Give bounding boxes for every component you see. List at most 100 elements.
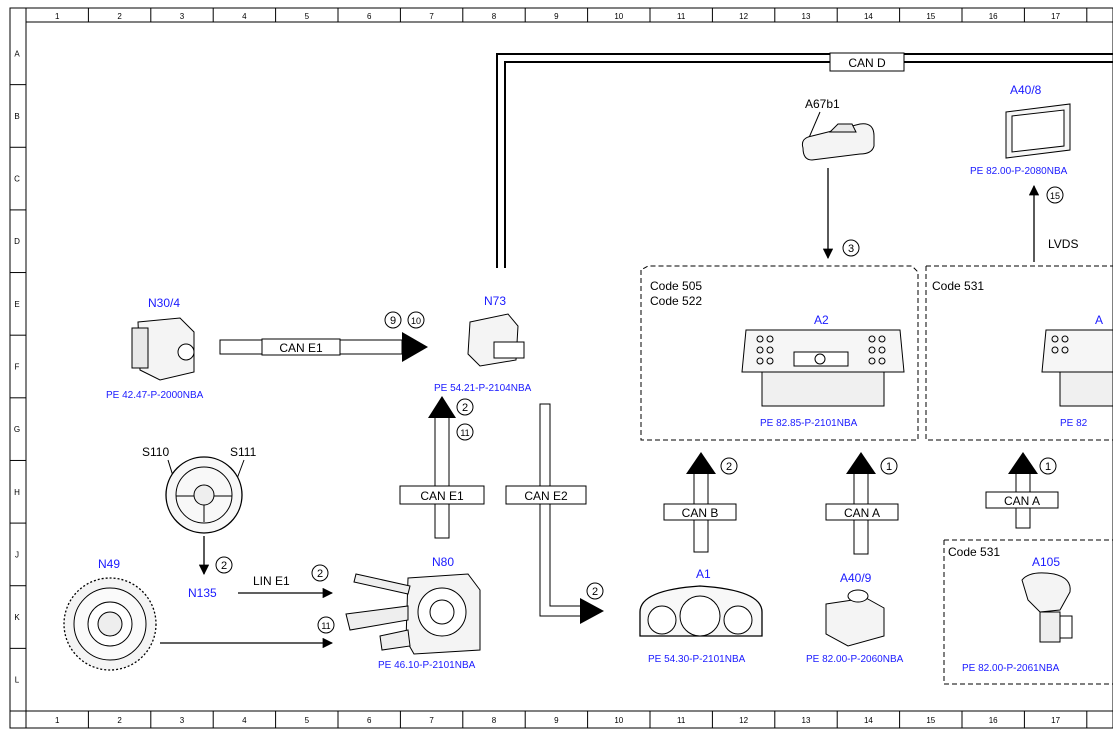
n80-label: N80	[432, 555, 454, 569]
n73-ezs: N73 PE 54.21-P-2104NBA	[434, 294, 532, 394]
code-531-a: Code 531	[932, 279, 984, 293]
can-e1-up-arrow: CAN E1	[399, 396, 485, 539]
grid-col-label: 5	[305, 12, 310, 21]
a2-head-unit-b: A PE 82	[1041, 313, 1113, 429]
grid-col-label: 6	[367, 12, 372, 21]
grid-col-label: 1	[55, 12, 60, 21]
can-b-label: CAN B	[682, 506, 719, 520]
grid-col-label: 8	[492, 716, 497, 725]
can-a-arrow-2: CAN A	[985, 452, 1059, 529]
grid-row-label: L	[15, 676, 20, 685]
can-e2-label: CAN E2	[524, 489, 568, 503]
can-a-arrow-1: CAN A	[825, 452, 899, 555]
grid-labels: 1122334455667788991010111112121313141415…	[14, 12, 1061, 725]
grid-col-label: 11	[677, 716, 686, 725]
a1-label: A1	[696, 567, 711, 581]
can-a-label-2: CAN A	[1004, 494, 1040, 508]
grid-col-label: 5	[305, 716, 310, 725]
marker-2-n73: 2	[456, 398, 474, 416]
marker-11-n49: 11	[317, 616, 335, 634]
marker-3: 3	[842, 239, 860, 257]
marker-2-lin: 2	[311, 564, 329, 582]
can-e1-label: CAN E1	[279, 341, 323, 355]
a105-ref: PE 82.00-P-2061NBA	[962, 663, 1060, 674]
lvds-label: LVDS	[1048, 237, 1078, 251]
code-505: Code 505	[650, 279, 702, 293]
svg-text:10: 10	[411, 316, 421, 326]
n30-4-ref: PE 42.47-P-2000NBA	[106, 390, 204, 401]
svg-text:1: 1	[886, 461, 892, 473]
grid-col-label: 9	[554, 716, 559, 725]
grid-row-label: E	[14, 300, 19, 309]
n73-ref: PE 54.21-P-2104NBA	[434, 383, 532, 394]
can-a-label-1: CAN A	[844, 506, 880, 520]
grid-col-label: 17	[1051, 716, 1060, 725]
a105-selector: A105 PE 82.00-P-2061NBA	[962, 555, 1073, 674]
n49-label: N49	[98, 557, 120, 571]
grid-col-label: 12	[739, 716, 748, 725]
grid-col-label: 7	[429, 12, 434, 21]
grid-row-label: G	[14, 425, 20, 434]
a67b1-label: A67b1	[805, 97, 840, 111]
svg-text:1: 1	[1045, 461, 1051, 473]
a2b-ref: PE 82	[1060, 418, 1088, 429]
can-e1-vert-label: CAN E1	[420, 489, 464, 503]
grid-col-label: 16	[989, 716, 998, 725]
a105-label: A105	[1032, 555, 1060, 569]
grid-col-label: 13	[802, 12, 811, 21]
grid-col-label: 12	[739, 12, 748, 21]
can-d-label: CAN D	[848, 56, 886, 70]
code-boxes: Code 505 Code 522 Code 531 Code 531	[640, 265, 1113, 685]
grid-col-label: 14	[864, 12, 873, 21]
lin-e1-label: LIN E1	[253, 574, 290, 588]
can-e1-arrow: CAN E1	[219, 332, 428, 362]
n30-4-label: N30/4	[148, 296, 180, 310]
grid-row-label: K	[14, 613, 20, 622]
grid-col-label: 9	[554, 12, 559, 21]
grid-row-label: D	[14, 237, 20, 246]
svg-text:2: 2	[726, 461, 732, 473]
can-d-bus: CAN D	[496, 52, 1113, 268]
svg-text:9: 9	[390, 315, 396, 327]
a40-8-ref: PE 82.00-P-2080NBA	[970, 166, 1068, 177]
grid-col-label: 3	[180, 12, 185, 21]
n80-ref: PE 46.10-P-2101NBA	[378, 660, 476, 671]
marker-2-can-e2: 2	[586, 582, 604, 600]
grid-col-label: 6	[367, 716, 372, 725]
frame	[9, 7, 1113, 729]
can-e2-arrow: CAN E2	[505, 403, 604, 624]
marker-10: 10	[407, 311, 425, 329]
n135-module: N135 LIN E1	[188, 574, 334, 600]
grid-col-label: 13	[802, 716, 811, 725]
a2-ref: PE 82.85-P-2101NBA	[760, 418, 858, 429]
a2-label: A2	[814, 313, 829, 327]
marker-1-a40-9: 1	[880, 457, 898, 475]
grid-col-label: 10	[614, 12, 623, 21]
grid-col-label: 3	[180, 716, 185, 725]
marker-2-a1: 2	[720, 457, 738, 475]
a1-ref: PE 54.30-P-2101NBA	[648, 654, 746, 665]
grid-row-label: F	[15, 363, 20, 372]
a1-instrument-cluster: A1 PE 54.30-P-2101NBA	[639, 567, 763, 665]
grid-row-label: H	[14, 488, 20, 497]
grid-col-label: 4	[242, 716, 247, 725]
a2-head-unit: A2 PE 82.85-P-2101NBA	[741, 313, 905, 429]
marker-15: 15	[1046, 186, 1064, 204]
n73-label: N73	[484, 294, 506, 308]
n30-4-module: N30/4 PE 42.47-P-2000NBA	[106, 296, 204, 401]
a40-9-controller: A40/9 PE 82.00-P-2060NBA	[806, 571, 904, 665]
marker-2-n135: 2	[215, 556, 233, 574]
steering-wheel: S110 S111	[142, 445, 257, 576]
grid-col-label: 2	[117, 12, 122, 21]
grid-col-label: 4	[242, 12, 247, 21]
a40-8-label: A40/8	[1010, 83, 1042, 97]
svg-text:2: 2	[592, 586, 598, 598]
a67b1-rain-sensor: A67b1	[801, 97, 875, 260]
n135-label: N135	[188, 586, 217, 600]
a40-9-ref: PE 82.00-P-2060NBA	[806, 654, 904, 665]
grid-col-label: 15	[926, 12, 935, 21]
svg-text:11: 11	[321, 621, 330, 631]
grid-col-label: 14	[864, 716, 873, 725]
code-531-b: Code 531	[948, 545, 1000, 559]
grid-row-label: J	[15, 550, 19, 559]
